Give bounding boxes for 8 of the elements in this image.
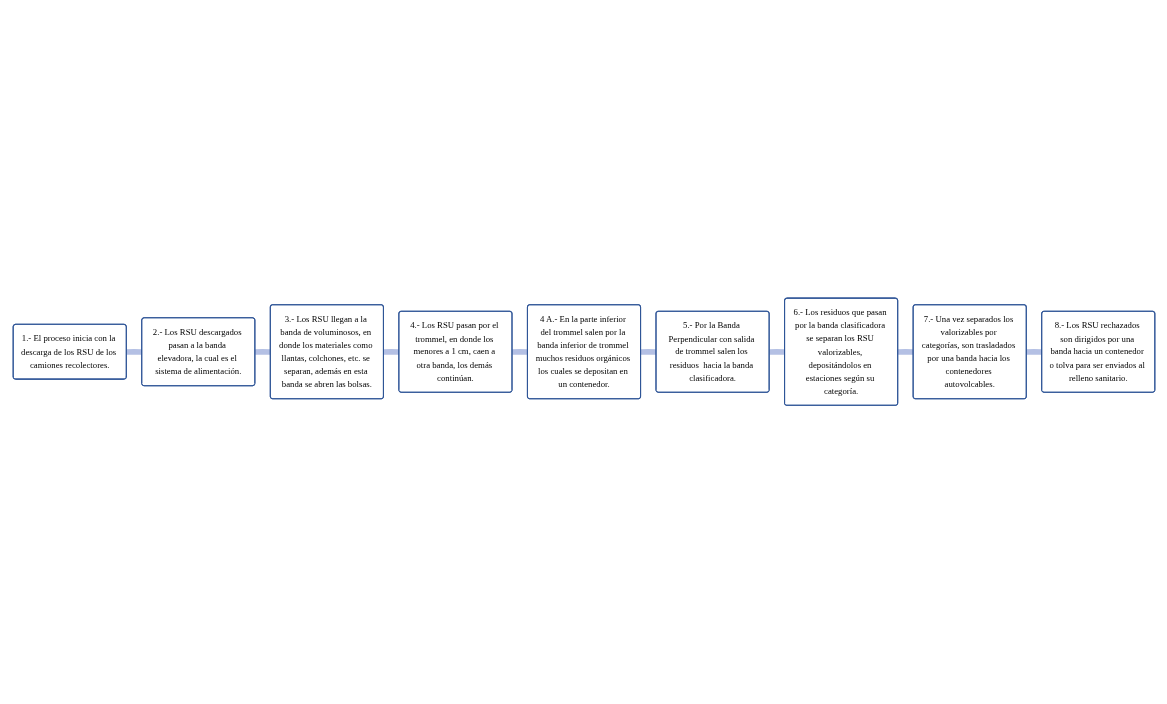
connector <box>1025 349 1042 356</box>
connector <box>254 349 271 356</box>
connector <box>383 349 399 356</box>
connector <box>640 349 656 356</box>
connector <box>125 349 142 356</box>
connector <box>768 349 785 356</box>
connector <box>897 349 913 356</box>
connector <box>511 349 528 356</box>
